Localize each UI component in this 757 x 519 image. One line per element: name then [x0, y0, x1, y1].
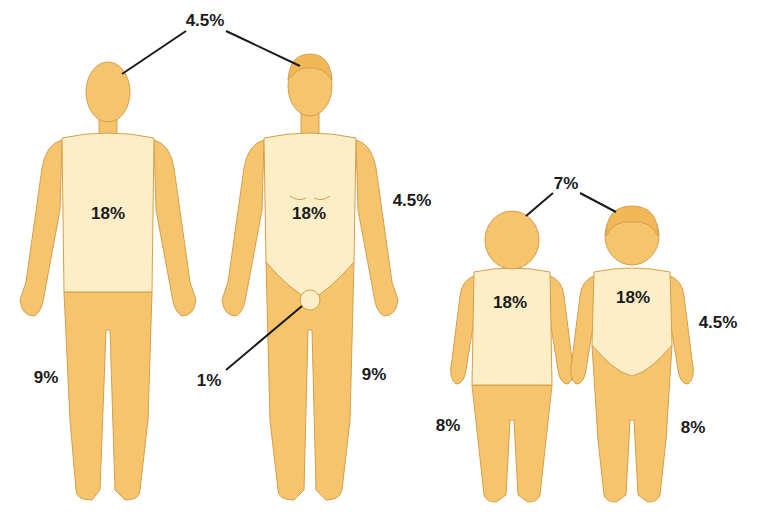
leader-lines	[122, 31, 616, 370]
percent-label: 9%	[34, 369, 59, 386]
adult-front-figure	[222, 54, 398, 500]
percent-label: 18%	[292, 205, 326, 222]
percent-label: 8%	[681, 419, 706, 436]
percent-label: 4.5%	[186, 12, 225, 29]
percent-label: 7%	[554, 175, 579, 192]
percent-label: 4.5%	[393, 192, 432, 209]
percent-label: 9%	[362, 366, 387, 383]
adult-back-figure	[20, 62, 196, 500]
child-front-figure	[571, 206, 694, 502]
child-back-figure	[451, 211, 574, 502]
percent-label: 1%	[197, 372, 222, 389]
percent-label: 4.5%	[699, 314, 738, 331]
percent-label: 18%	[91, 205, 125, 222]
percent-label: 18%	[493, 294, 527, 311]
percent-label: 18%	[616, 289, 650, 306]
percent-label: 8%	[436, 417, 461, 434]
